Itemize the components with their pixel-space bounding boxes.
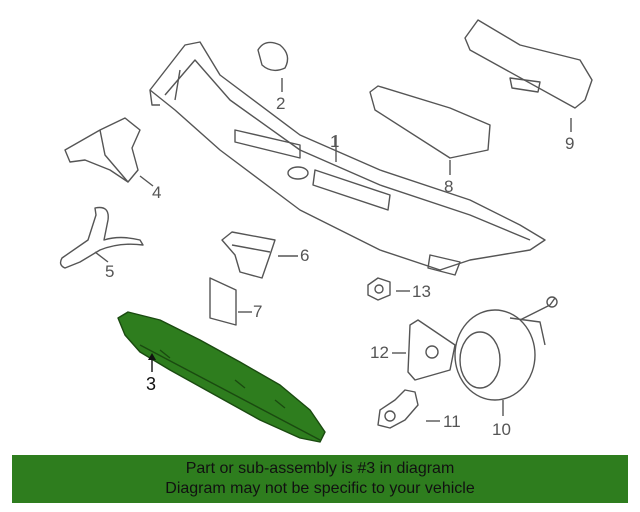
part-6-vent[interactable] [221, 231, 276, 279]
callout-4: 4 [152, 183, 162, 202]
part-7-plate[interactable] [209, 277, 237, 326]
info-banner: Part or sub-assembly is #3 in diagram Di… [12, 455, 628, 503]
part-8-pad[interactable] [369, 85, 491, 159]
callout-9: 9 [565, 134, 575, 153]
part-4-bracket[interactable] [64, 117, 141, 183]
part-13-nut[interactable] [367, 277, 391, 301]
part-2-cap[interactable] [257, 41, 289, 72]
callout-3: 3 [146, 374, 157, 394]
callout-1: 1 [330, 132, 340, 151]
callout-11: 11 [443, 412, 461, 431]
banner-line-2: Diagram may not be specific to your vehi… [165, 480, 475, 497]
part-1-cowl-panel[interactable] [149, 41, 546, 276]
part-9-shield[interactable] [464, 19, 593, 109]
part-11-valve[interactable] [377, 389, 419, 429]
part-3-highlighted[interactable] [117, 311, 326, 443]
callout-8: 8 [444, 177, 454, 196]
callout-10: 10 [492, 420, 511, 439]
callout-13: 13 [412, 282, 431, 301]
callout-2: 2 [276, 94, 286, 113]
part-10-booster[interactable] [454, 296, 558, 401]
callout-5: 5 [105, 262, 115, 281]
callout-12: 12 [370, 343, 389, 362]
callout-7: 7 [253, 302, 263, 321]
callout-6: 6 [300, 246, 310, 265]
part-12-gasket[interactable] [407, 319, 456, 381]
banner-line-1: Part or sub-assembly is #3 in diagram [185, 460, 455, 477]
part-5-hose[interactable] [59, 206, 144, 269]
